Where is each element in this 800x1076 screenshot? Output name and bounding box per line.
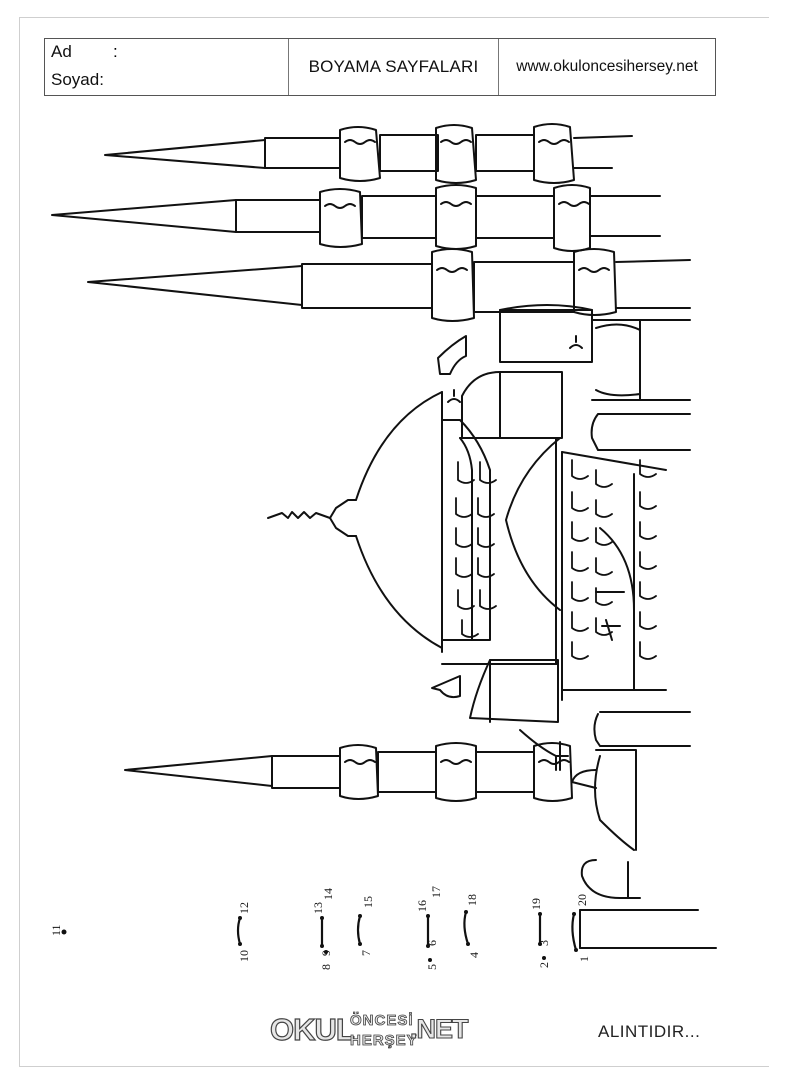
logo-net-text: .NET [409,1013,469,1044]
right-wing [561,451,667,701]
dot-label-13: 13 [311,902,325,914]
dot-label-5: 5 [425,964,439,970]
header-table: Ad : Soyad: BOYAMA SAYFALARI www.okulonc… [44,38,716,96]
page-frame [19,17,769,1067]
dot-label-18: 18 [465,894,479,906]
website-cell: www.okuloncesihersey.net [499,39,715,95]
dot-label-12: 12 [237,902,251,914]
dot-label-14: 14 [321,888,335,900]
minaret-1 [104,123,633,184]
logo-oncesi-text: ÖNCESİ [350,1012,414,1030]
dot-label-16: 16 [415,900,429,912]
logo-hersey-text: HERŞEY [350,1032,418,1050]
dot-label-19: 19 [529,898,543,910]
dot-label-15: 15 [361,896,375,908]
page-title: BOYAMA SAYFALARI [308,57,479,76]
dot-label-2: 2 [537,962,551,968]
dot-label-20: 20 [575,894,589,906]
site-logo: OKUL ÖNCESİ HERŞEY .NET [269,1010,469,1056]
dot-label-17: 17 [429,886,443,898]
dot-label-9: 9 [319,950,333,956]
dot-label-4: 4 [467,952,481,958]
name-label: Ad [51,42,72,61]
credit-text: ALINTIDIR... [598,1022,701,1041]
title-cell: BOYAMA SAYFALARI [289,39,499,95]
minaret-2 [51,184,661,252]
dot-label-10: 10 [237,950,251,962]
windows [455,459,657,660]
dot-label-3: 3 [537,940,551,946]
dot-label-11: 11 [49,924,63,936]
surname-label: Soyad: [51,70,104,89]
lower-turret [431,659,691,899]
dot-label-1: 1 [577,956,591,962]
base-lines [579,909,717,949]
minaret-3 [87,248,691,322]
dots [61,910,578,962]
dot-numbers: 1 2 3 4 5 6 7 8 9 10 11 12 13 14 15 16 1… [49,886,591,970]
logo-okul-text: OKUL [269,1011,355,1047]
minaret-4 [124,742,573,802]
dot-label-7: 7 [359,950,373,956]
main-dome [267,391,561,665]
name-cell: Ad : Soyad: [45,39,289,95]
dot-label-8: 8 [319,964,333,970]
dot-segments [236,910,578,952]
name-colon: : [113,42,118,61]
upper-turrets [437,304,691,451]
website-text: www.okuloncesihersey.net [516,58,698,75]
dot-label-6: 6 [425,940,439,946]
